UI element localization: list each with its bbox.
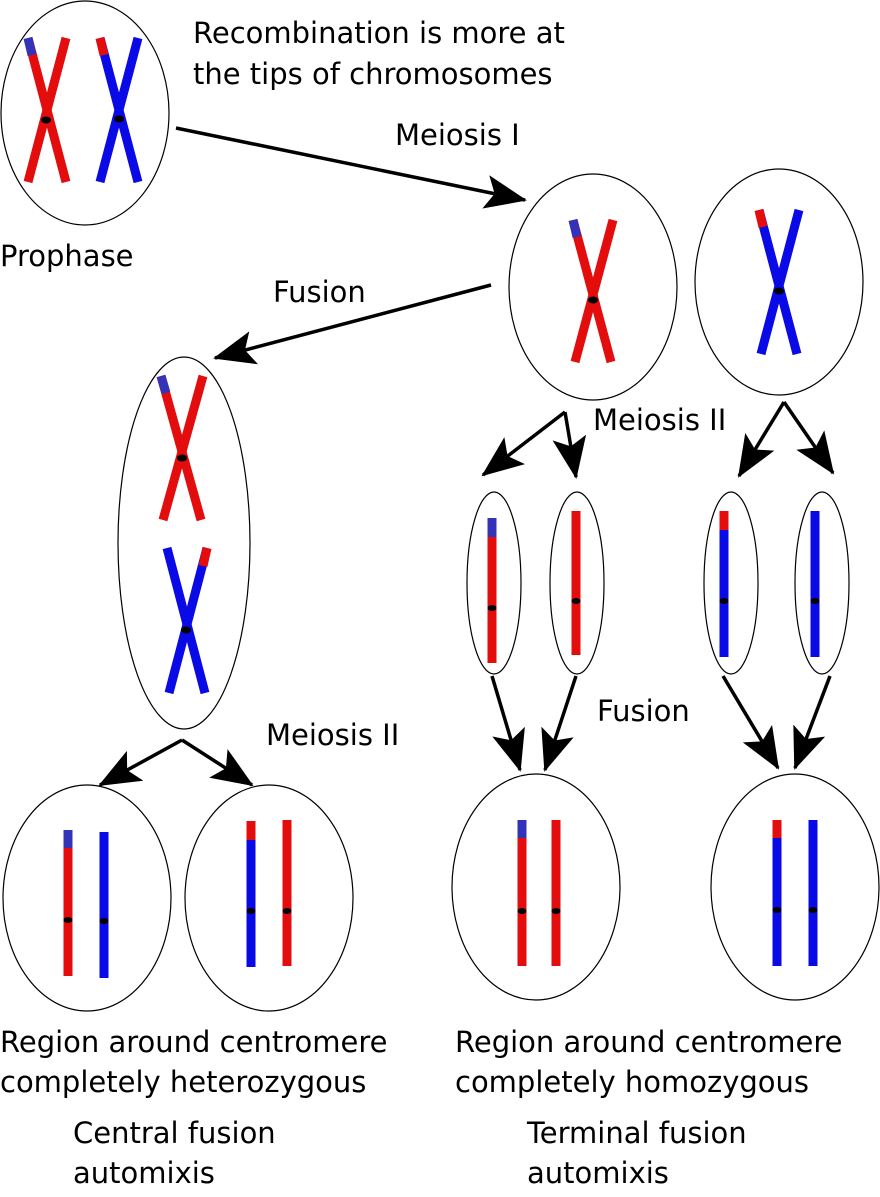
arrow-meiosis-2-right-a — [737, 401, 786, 478]
arrow-meiosis-2-left-a — [481, 410, 567, 477]
central-region-line2: completely heterozygous — [0, 1065, 366, 1099]
label-fusion-left: Fusion — [273, 275, 366, 309]
terminal-title-line2: automixis — [527, 1156, 669, 1190]
label-fusion-right: Fusion — [597, 694, 690, 728]
cell-gamete-3 — [703, 491, 759, 675]
arrow-central-b — [181, 738, 254, 787]
terminal-region-line2: completely homozygous — [455, 1065, 809, 1099]
terminal-region-line1: Region around centromere — [455, 1025, 842, 1059]
cell-central-result-1 — [2, 784, 172, 1012]
cell-terminal-result-2 — [710, 773, 880, 1001]
cell-gamete-2 — [549, 491, 605, 675]
cell-gamete-4 — [794, 491, 850, 675]
recombination-note-line1: Recombination is more at — [193, 16, 565, 50]
arrow-meiosis-1 — [175, 126, 527, 209]
arrow-meiosis-2-left-b — [552, 411, 587, 479]
terminal-title-line1: Terminal fusion — [526, 1116, 747, 1150]
cell-central-fusion — [117, 356, 251, 730]
central-title-line2: automixis — [73, 1156, 215, 1190]
arrow-fusion-terminal-2b — [793, 675, 832, 770]
central-title-line1: Central fusion — [73, 1116, 276, 1150]
arrows — [98, 126, 835, 787]
cell-meiosis-1-right — [694, 168, 864, 396]
label-meiosis-2-right: Meiosis II — [593, 403, 726, 437]
arrow-meiosis-2-right-b — [782, 401, 835, 475]
cell-meiosis-1-left — [508, 173, 678, 401]
arrow-fusion-terminal-1a — [490, 675, 525, 772]
label-meiosis-2-left: Meiosis II — [266, 718, 399, 752]
label-prophase: Prophase — [0, 239, 134, 273]
label-meiosis-1: Meiosis I — [395, 118, 520, 152]
arrow-fusion-central — [213, 283, 492, 365]
cell-prophase — [0, 0, 170, 226]
arrow-fusion-terminal-1b — [541, 675, 578, 772]
arrow-fusion-terminal-2a — [721, 675, 780, 770]
cell-gamete-1 — [466, 491, 522, 675]
arrow-central-a — [98, 738, 183, 787]
cell-central-result-2 — [184, 784, 354, 1012]
recombination-note-line2: the tips of chromosomes — [193, 57, 553, 91]
central-region-line1: Region around centromere — [0, 1025, 387, 1059]
cell-terminal-result-1 — [451, 773, 621, 1001]
